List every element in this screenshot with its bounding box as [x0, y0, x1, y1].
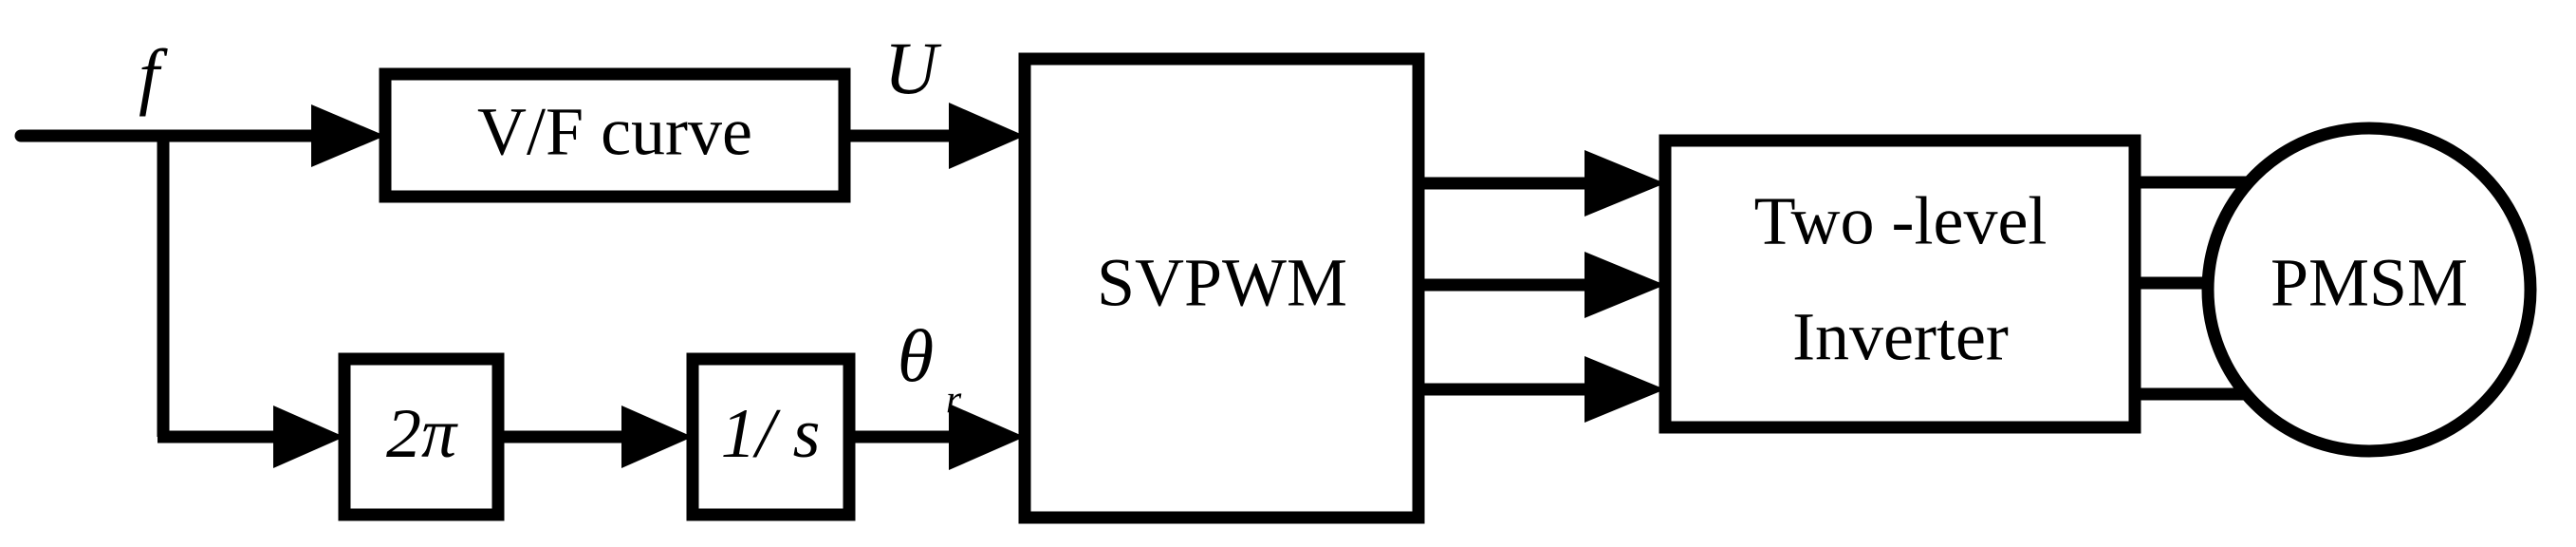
block-two-pi[interactable]: 2π [338, 352, 505, 521]
block-two-level-inverter-label-line2: Inverter [1792, 299, 2009, 375]
block-integrator-rect [686, 352, 856, 521]
block-pmsm-label: PMSM [2270, 245, 2468, 321]
input-signal-wire-group [14, 129, 358, 443]
block-two-level-inverter-rect [1659, 134, 2141, 434]
block-two-level-inverter[interactable]: Two -level Inverter [1659, 134, 2141, 434]
wire-bundle-svpwm-to-inverter [1418, 150, 1665, 423]
block-svpwm-rect [1018, 52, 1425, 524]
block-vf-curve-label: V/F curve [477, 94, 752, 170]
block-integrator-label: 1/ s [721, 395, 821, 473]
block-vf-curve[interactable]: V/F curve [379, 67, 851, 203]
signal-label-theta: θ [898, 314, 934, 397]
block-two-pi-rect [338, 352, 505, 521]
block-pmsm-circle [2201, 122, 2537, 458]
block-svpwm-label: SVPWM [1097, 245, 1347, 321]
signal-label-theta-subscript: r [946, 379, 962, 423]
block-pmsm[interactable]: PMSM [2201, 122, 2537, 458]
arrowhead-into-inverter-phase-a [1585, 150, 1665, 217]
arrowhead-into-svpwm-bottom [949, 404, 1025, 470]
arrowhead-into-inverter-phase-c [1585, 356, 1665, 423]
arrowhead-into-integrator [621, 406, 693, 468]
arrowhead-into-two-pi [273, 406, 344, 468]
block-two-pi-label: 2π [386, 395, 458, 473]
block-vf-curve-rect [379, 67, 851, 203]
block-svpwm[interactable]: SVPWM [1018, 52, 1425, 524]
signal-label-u: U [884, 27, 942, 109]
block-integrator[interactable]: 1/ s [686, 352, 856, 521]
arrowhead-into-vf-curve [311, 104, 385, 167]
signal-label-f: f [139, 34, 168, 117]
signal-label-theta-r-group: θ r [898, 314, 962, 423]
block-two-level-inverter-label-line1: Two -level [1754, 183, 2048, 259]
arrowhead-into-inverter-phase-b [1585, 252, 1665, 318]
arrowhead-into-svpwm-top [949, 103, 1025, 169]
